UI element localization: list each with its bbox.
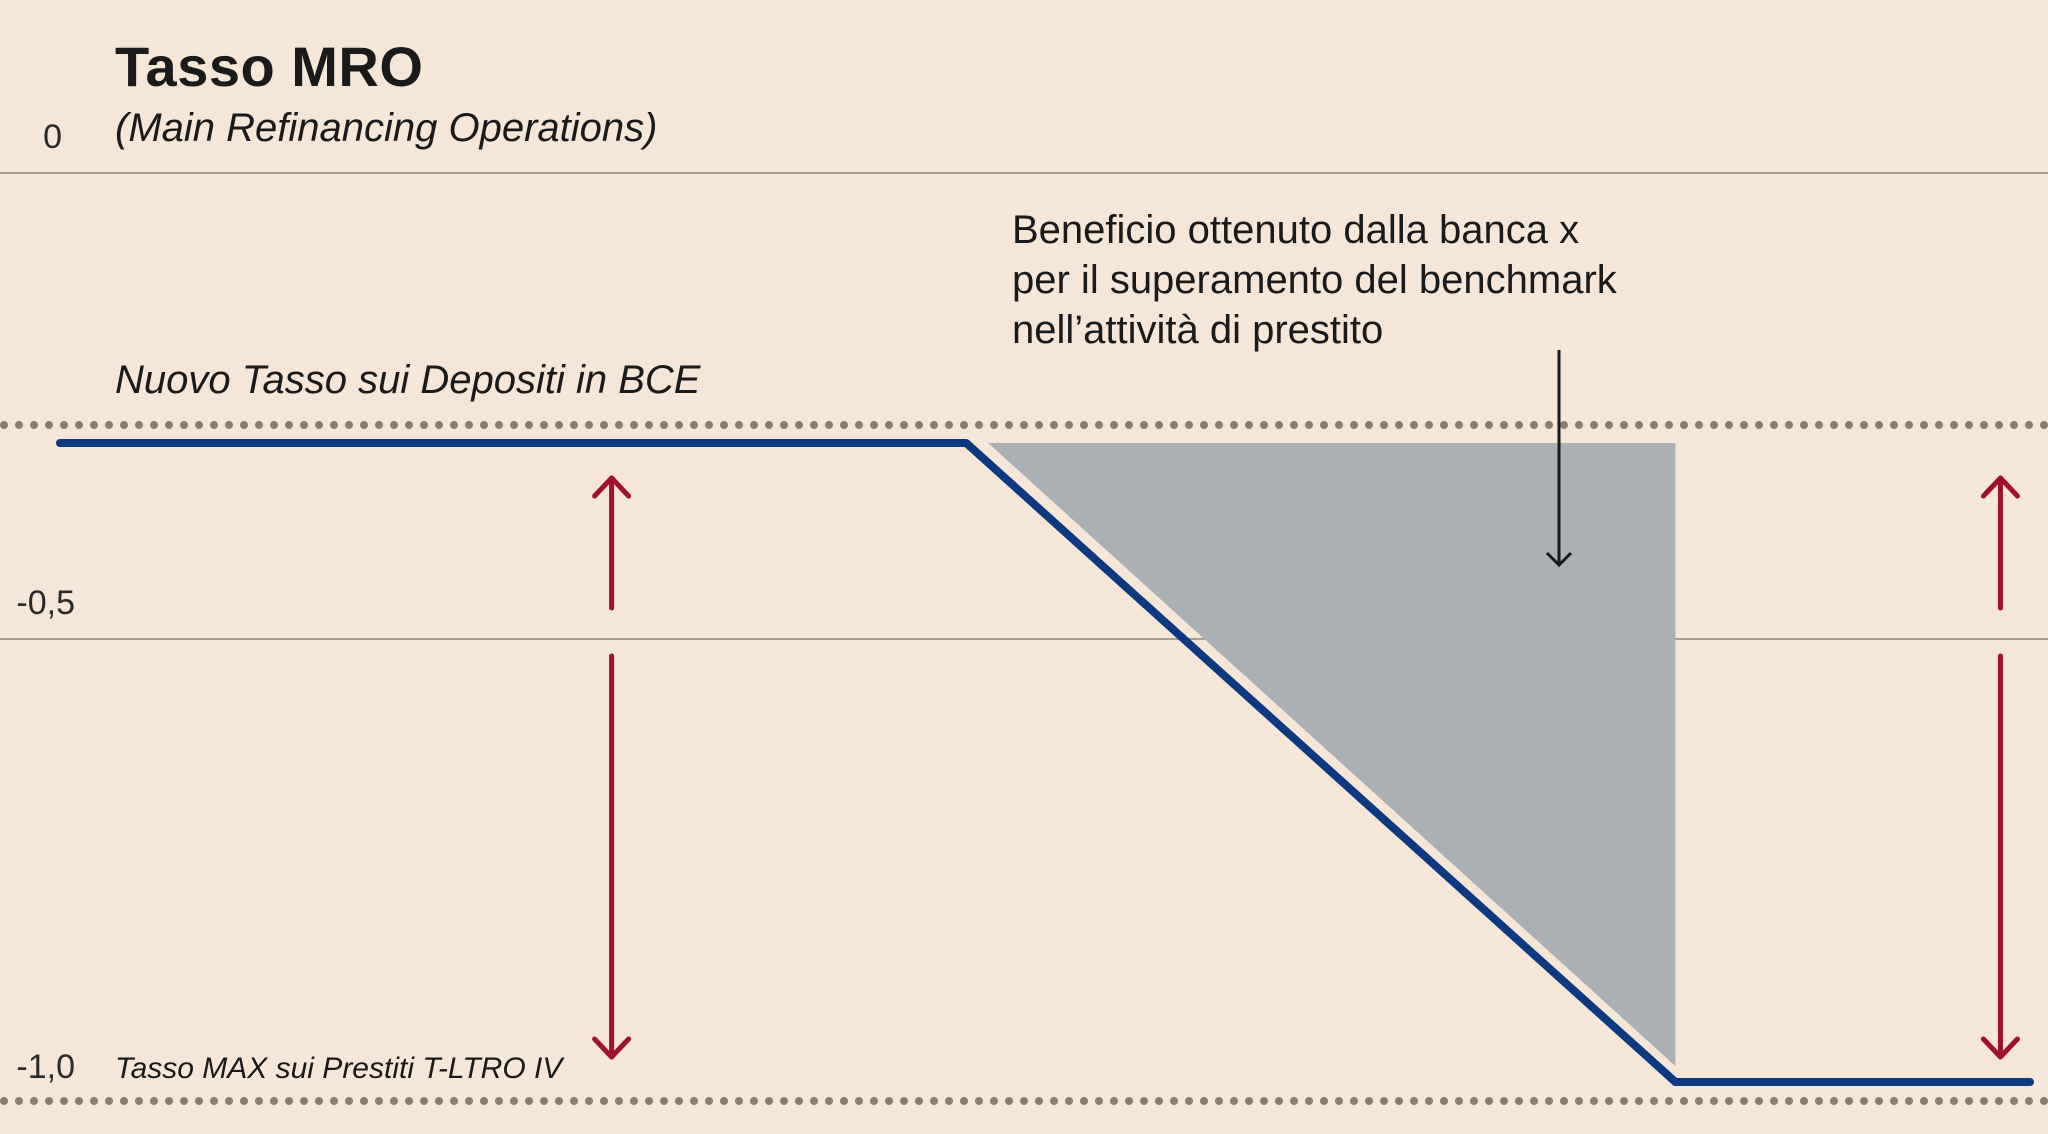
rate-line — [56, 439, 2034, 1086]
annotation-line: nell’attività di prestito — [1012, 308, 1384, 352]
range-arrow-up-head — [592, 475, 632, 499]
deposit-rate-label: Nuovo Tasso sui Depositi in BCE — [115, 358, 701, 402]
chart-title: Tasso MRO — [115, 35, 424, 98]
benefit-area — [988, 443, 1676, 1066]
y-tick-label-minus-1-0: -1,0 — [16, 1048, 75, 1086]
annotation-line: Beneficio ottenuto dalla banca x — [1012, 208, 1580, 252]
chart-subtitle: (Main Refinancing Operations) — [115, 106, 658, 150]
range-arrow-down-head — [592, 1036, 632, 1060]
annotation-arrow-head — [1545, 551, 1573, 568]
y-tick-label-0: 0 — [43, 118, 62, 156]
benefit-annotation: Beneficio ottenuto dalla banca x per il … — [1012, 205, 1712, 355]
annotation-line: per il superamento del benchmark — [1012, 258, 1617, 302]
range-arrow-down-head — [1980, 1036, 2020, 1060]
tltro-rate-label: Tasso MAX sui Prestiti T-LTRO IV — [115, 1052, 563, 1085]
y-tick-label-minus-0-5: -0,5 — [16, 584, 75, 622]
range-arrow-up-head — [1980, 475, 2020, 499]
